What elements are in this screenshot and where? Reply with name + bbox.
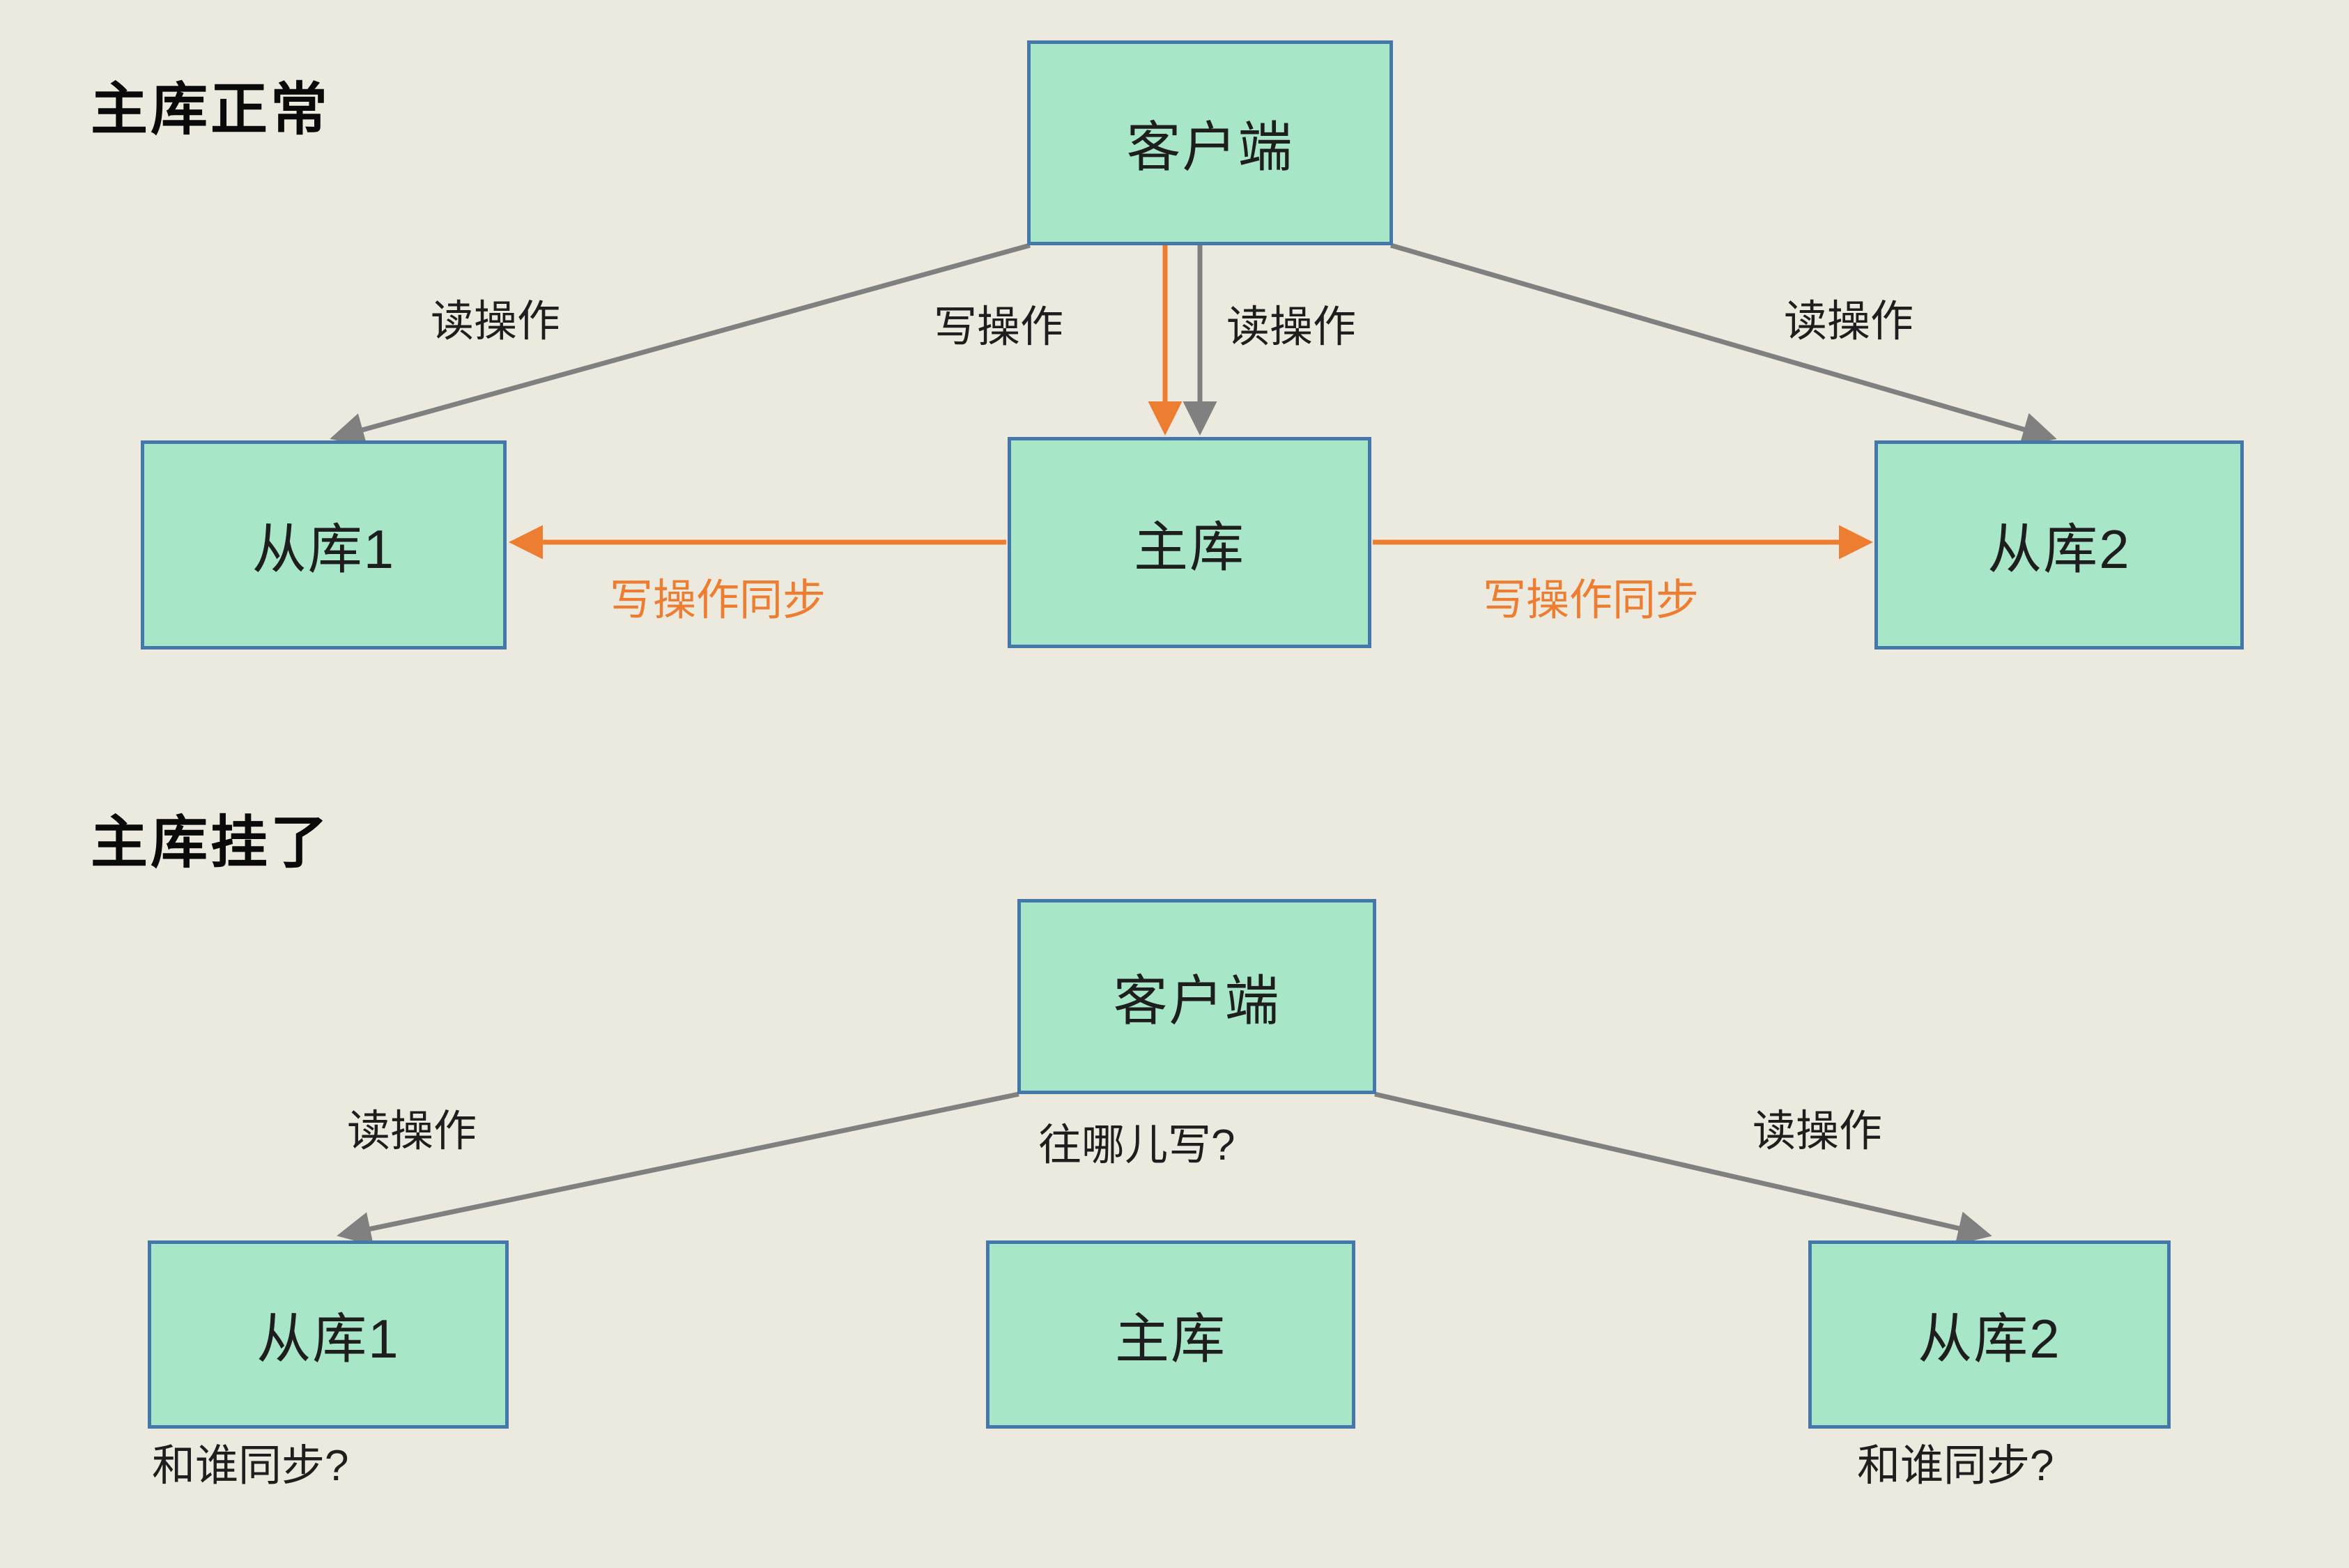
- edge-label-write-mid-top: 写操作: [934, 303, 1064, 351]
- node-master-top[interactable]: 主库: [1008, 437, 1371, 648]
- arrow-client-to-slave2-read-down: [1374, 1091, 1992, 1245]
- node-slave2-top[interactable]: 从库2: [1874, 440, 2244, 650]
- arrow-client-to-slave2-read: [1390, 243, 2057, 446]
- section-title-master-down: 主库挂了: [91, 811, 331, 875]
- edge-label-read-mid-top: 读操作: [1226, 303, 1357, 351]
- node-client-top[interactable]: 客户端: [1027, 40, 1393, 245]
- edge-label-write-where-bottom: 往哪儿写?: [1038, 1121, 1235, 1169]
- edge-label-read-right-bottom: 读操作: [1753, 1107, 1883, 1155]
- edge-label-sync-left-top: 写操作同步: [610, 576, 826, 624]
- edge-label-sync-right-top: 写操作同步: [1483, 576, 1700, 624]
- node-slave2-bottom[interactable]: 从库2: [1808, 1240, 2171, 1429]
- node-master-bottom[interactable]: 主库: [986, 1240, 1355, 1429]
- note-sync-with-whom-right: 和谁同步?: [1857, 1442, 2054, 1490]
- section-title-master-normal: 主库正常: [91, 78, 331, 141]
- edge-label-read-left-top: 读操作: [431, 298, 561, 346]
- note-sync-with-whom-left: 和谁同步?: [152, 1442, 349, 1490]
- node-slave1-bottom[interactable]: 从库1: [148, 1240, 509, 1429]
- node-slave1-top[interactable]: 从库1: [141, 440, 507, 650]
- edge-label-read-right-top: 读操作: [1784, 298, 1914, 346]
- edge-label-read-left-bottom: 读操作: [347, 1107, 477, 1155]
- node-client-bottom[interactable]: 客户端: [1017, 899, 1376, 1094]
